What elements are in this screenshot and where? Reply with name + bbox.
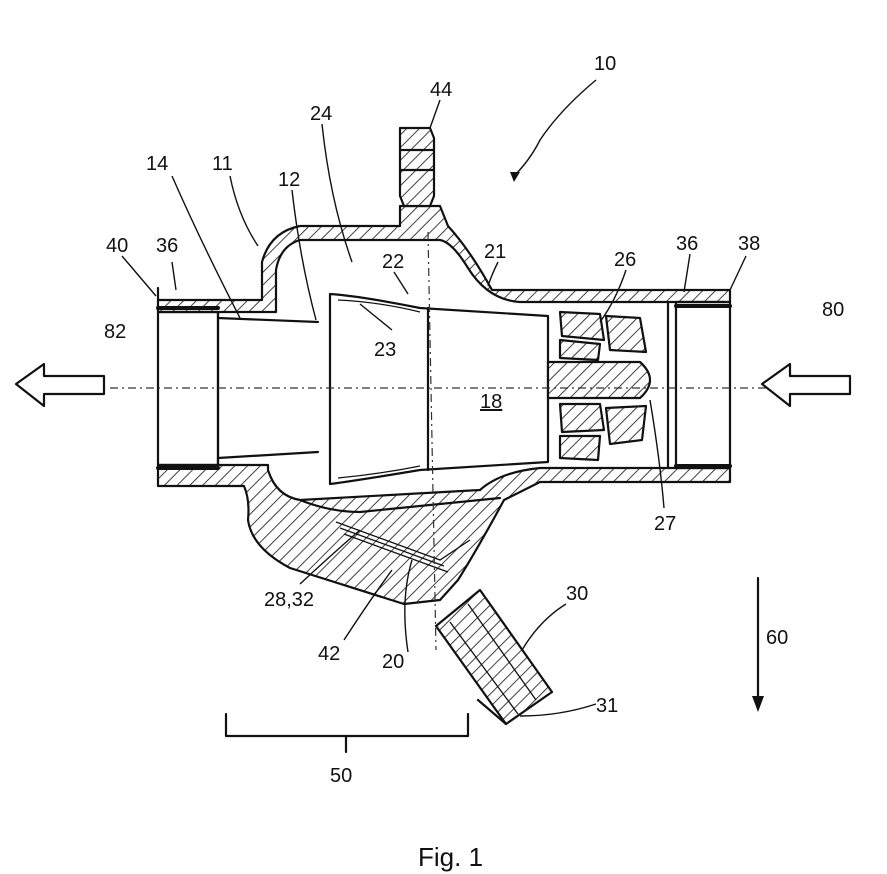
label-11: 11	[212, 153, 233, 175]
vane-bottom-3	[560, 436, 600, 460]
label-23: 23	[374, 339, 396, 361]
vane-top-2	[606, 316, 646, 352]
housing-bottom-wall	[158, 465, 730, 604]
label-26: 26	[614, 249, 636, 271]
vane-bottom-1	[560, 404, 604, 432]
gravity-arrow	[752, 578, 764, 712]
leader-27	[650, 400, 664, 508]
label-50: 50	[330, 765, 352, 787]
leader-21	[488, 262, 498, 286]
leader-23	[360, 304, 392, 330]
label-31: 31	[596, 695, 618, 717]
label-36-left: 36	[156, 235, 178, 257]
label-10: 10	[594, 53, 616, 75]
vane-top-3	[560, 340, 600, 360]
leader-36a	[172, 262, 176, 290]
label-40: 40	[106, 235, 128, 257]
leader-11	[230, 176, 258, 246]
leader-40	[122, 256, 156, 296]
label-42: 42	[318, 643, 340, 665]
label-38: 38	[738, 233, 760, 255]
leader-44	[430, 100, 440, 128]
label-30: 30	[566, 583, 588, 605]
right-connector	[668, 302, 730, 468]
leader-24	[322, 124, 352, 262]
label-27: 27	[654, 513, 676, 535]
leader-10-head	[510, 172, 520, 182]
rotor	[548, 312, 650, 460]
inner-funnel	[330, 294, 548, 484]
inlet-arrow	[762, 364, 850, 406]
top-port	[400, 128, 434, 206]
label-28-32: 28,32	[264, 589, 314, 611]
outlet-pipe	[436, 590, 552, 724]
label-22: 22	[382, 251, 404, 273]
label-14: 14	[146, 153, 168, 175]
reference-numerals: 10 44 24 14 11 12 22 21 26 36 36 38 40 8…	[104, 53, 844, 872]
label-18: 18	[480, 391, 502, 413]
leader-14	[172, 176, 240, 318]
leader-22	[394, 272, 408, 294]
label-82: 82	[104, 321, 126, 343]
top-port-body	[400, 128, 434, 206]
leader-38	[730, 256, 746, 290]
outlet-arrow	[16, 364, 104, 406]
figure-caption: Fig. 1	[418, 842, 483, 872]
housing-top-wall	[158, 206, 730, 312]
leader-30	[522, 604, 566, 650]
rotor-hub	[548, 362, 650, 398]
outlet-pipe-wall	[436, 590, 552, 724]
label-21: 21	[484, 241, 506, 263]
label-80: 80	[822, 299, 844, 321]
leader-12	[292, 190, 316, 320]
vane-top-1	[560, 312, 604, 340]
funnel-outline	[330, 294, 548, 484]
bracket-50	[226, 714, 468, 752]
label-60: 60	[766, 627, 788, 649]
leader-36b	[684, 254, 690, 292]
label-36-right: 36	[676, 233, 698, 255]
flow-arrows	[16, 364, 850, 406]
leader-10	[514, 80, 596, 176]
vane-bottom-2	[606, 406, 646, 444]
label-20: 20	[382, 651, 404, 673]
right-connector-body	[676, 302, 730, 468]
gravity-arrow-head	[752, 696, 764, 712]
label-12: 12	[278, 169, 300, 191]
label-44: 44	[430, 79, 452, 101]
label-24: 24	[310, 103, 332, 125]
